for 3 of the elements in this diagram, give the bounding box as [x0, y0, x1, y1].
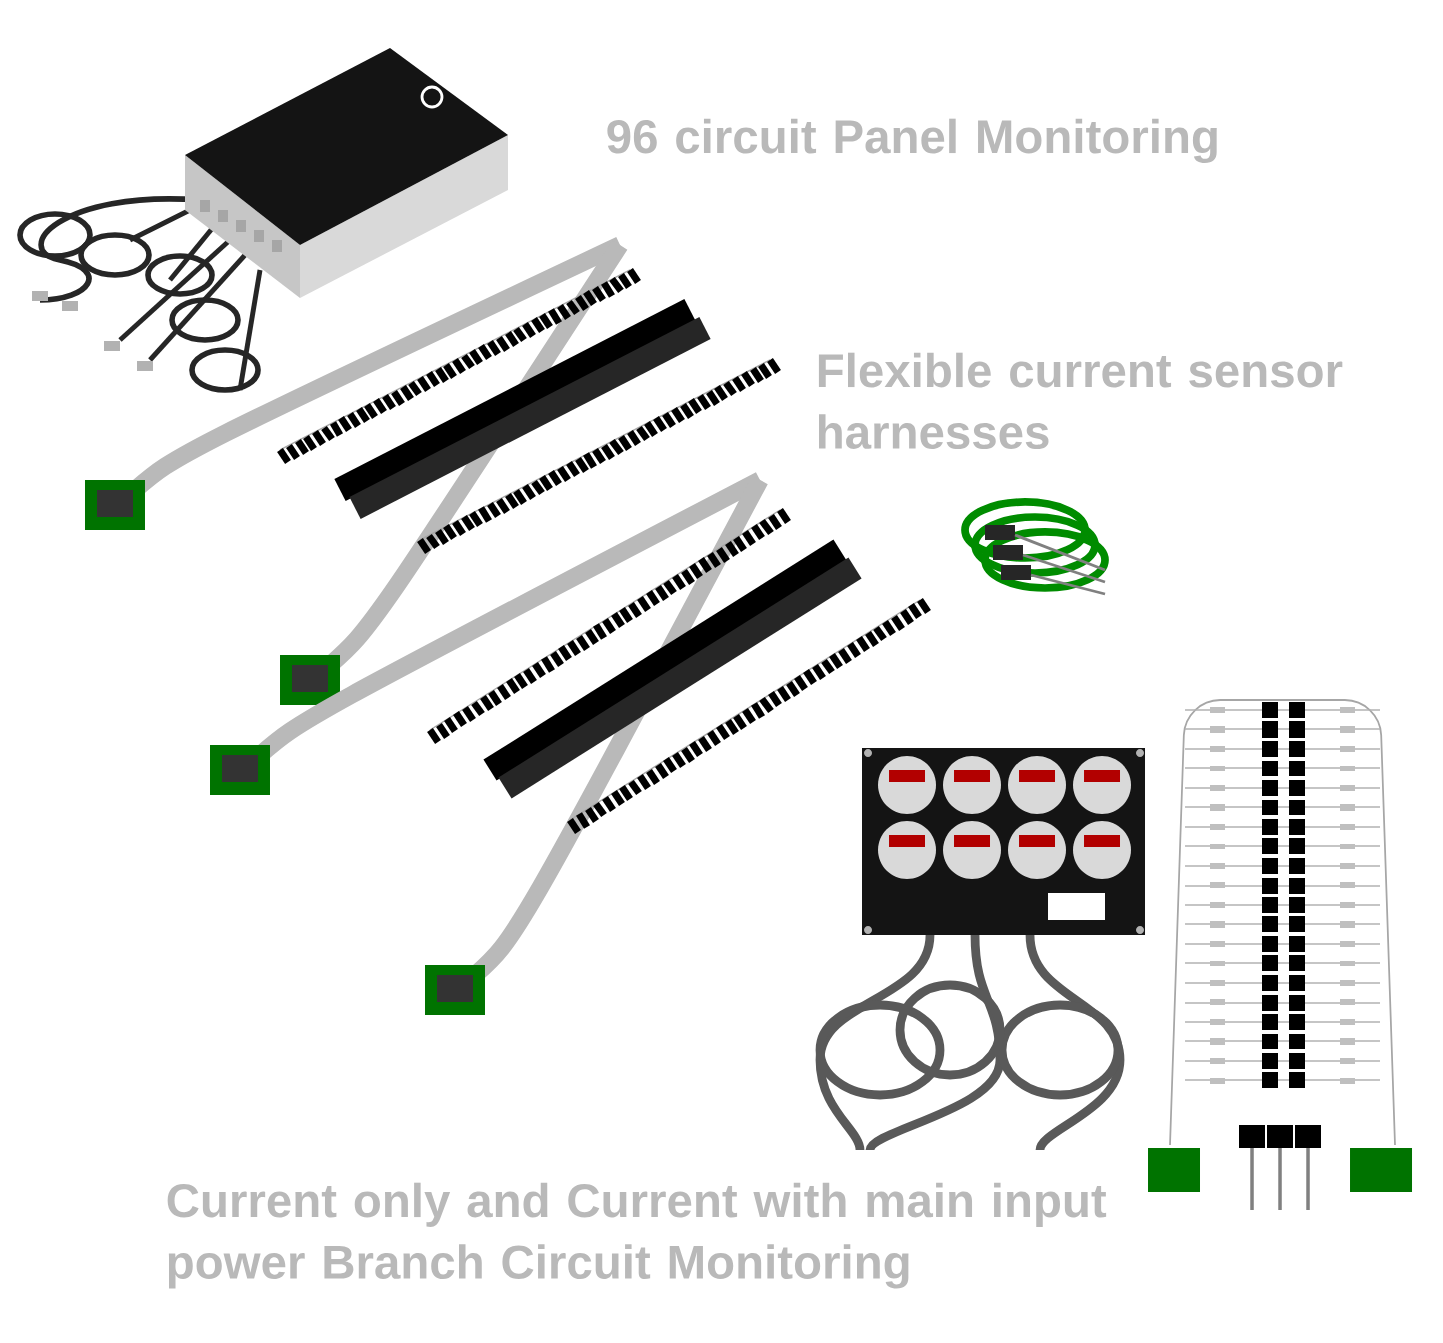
caption-text: Current only and Current with main input power Branch Circuit Monitoring: [167, 1182, 1107, 1289]
caption-text: Flexible current sensor harnesses: [818, 352, 1343, 449]
caption-text: 96 circuit Panel Monitoring: [607, 118, 1217, 164]
